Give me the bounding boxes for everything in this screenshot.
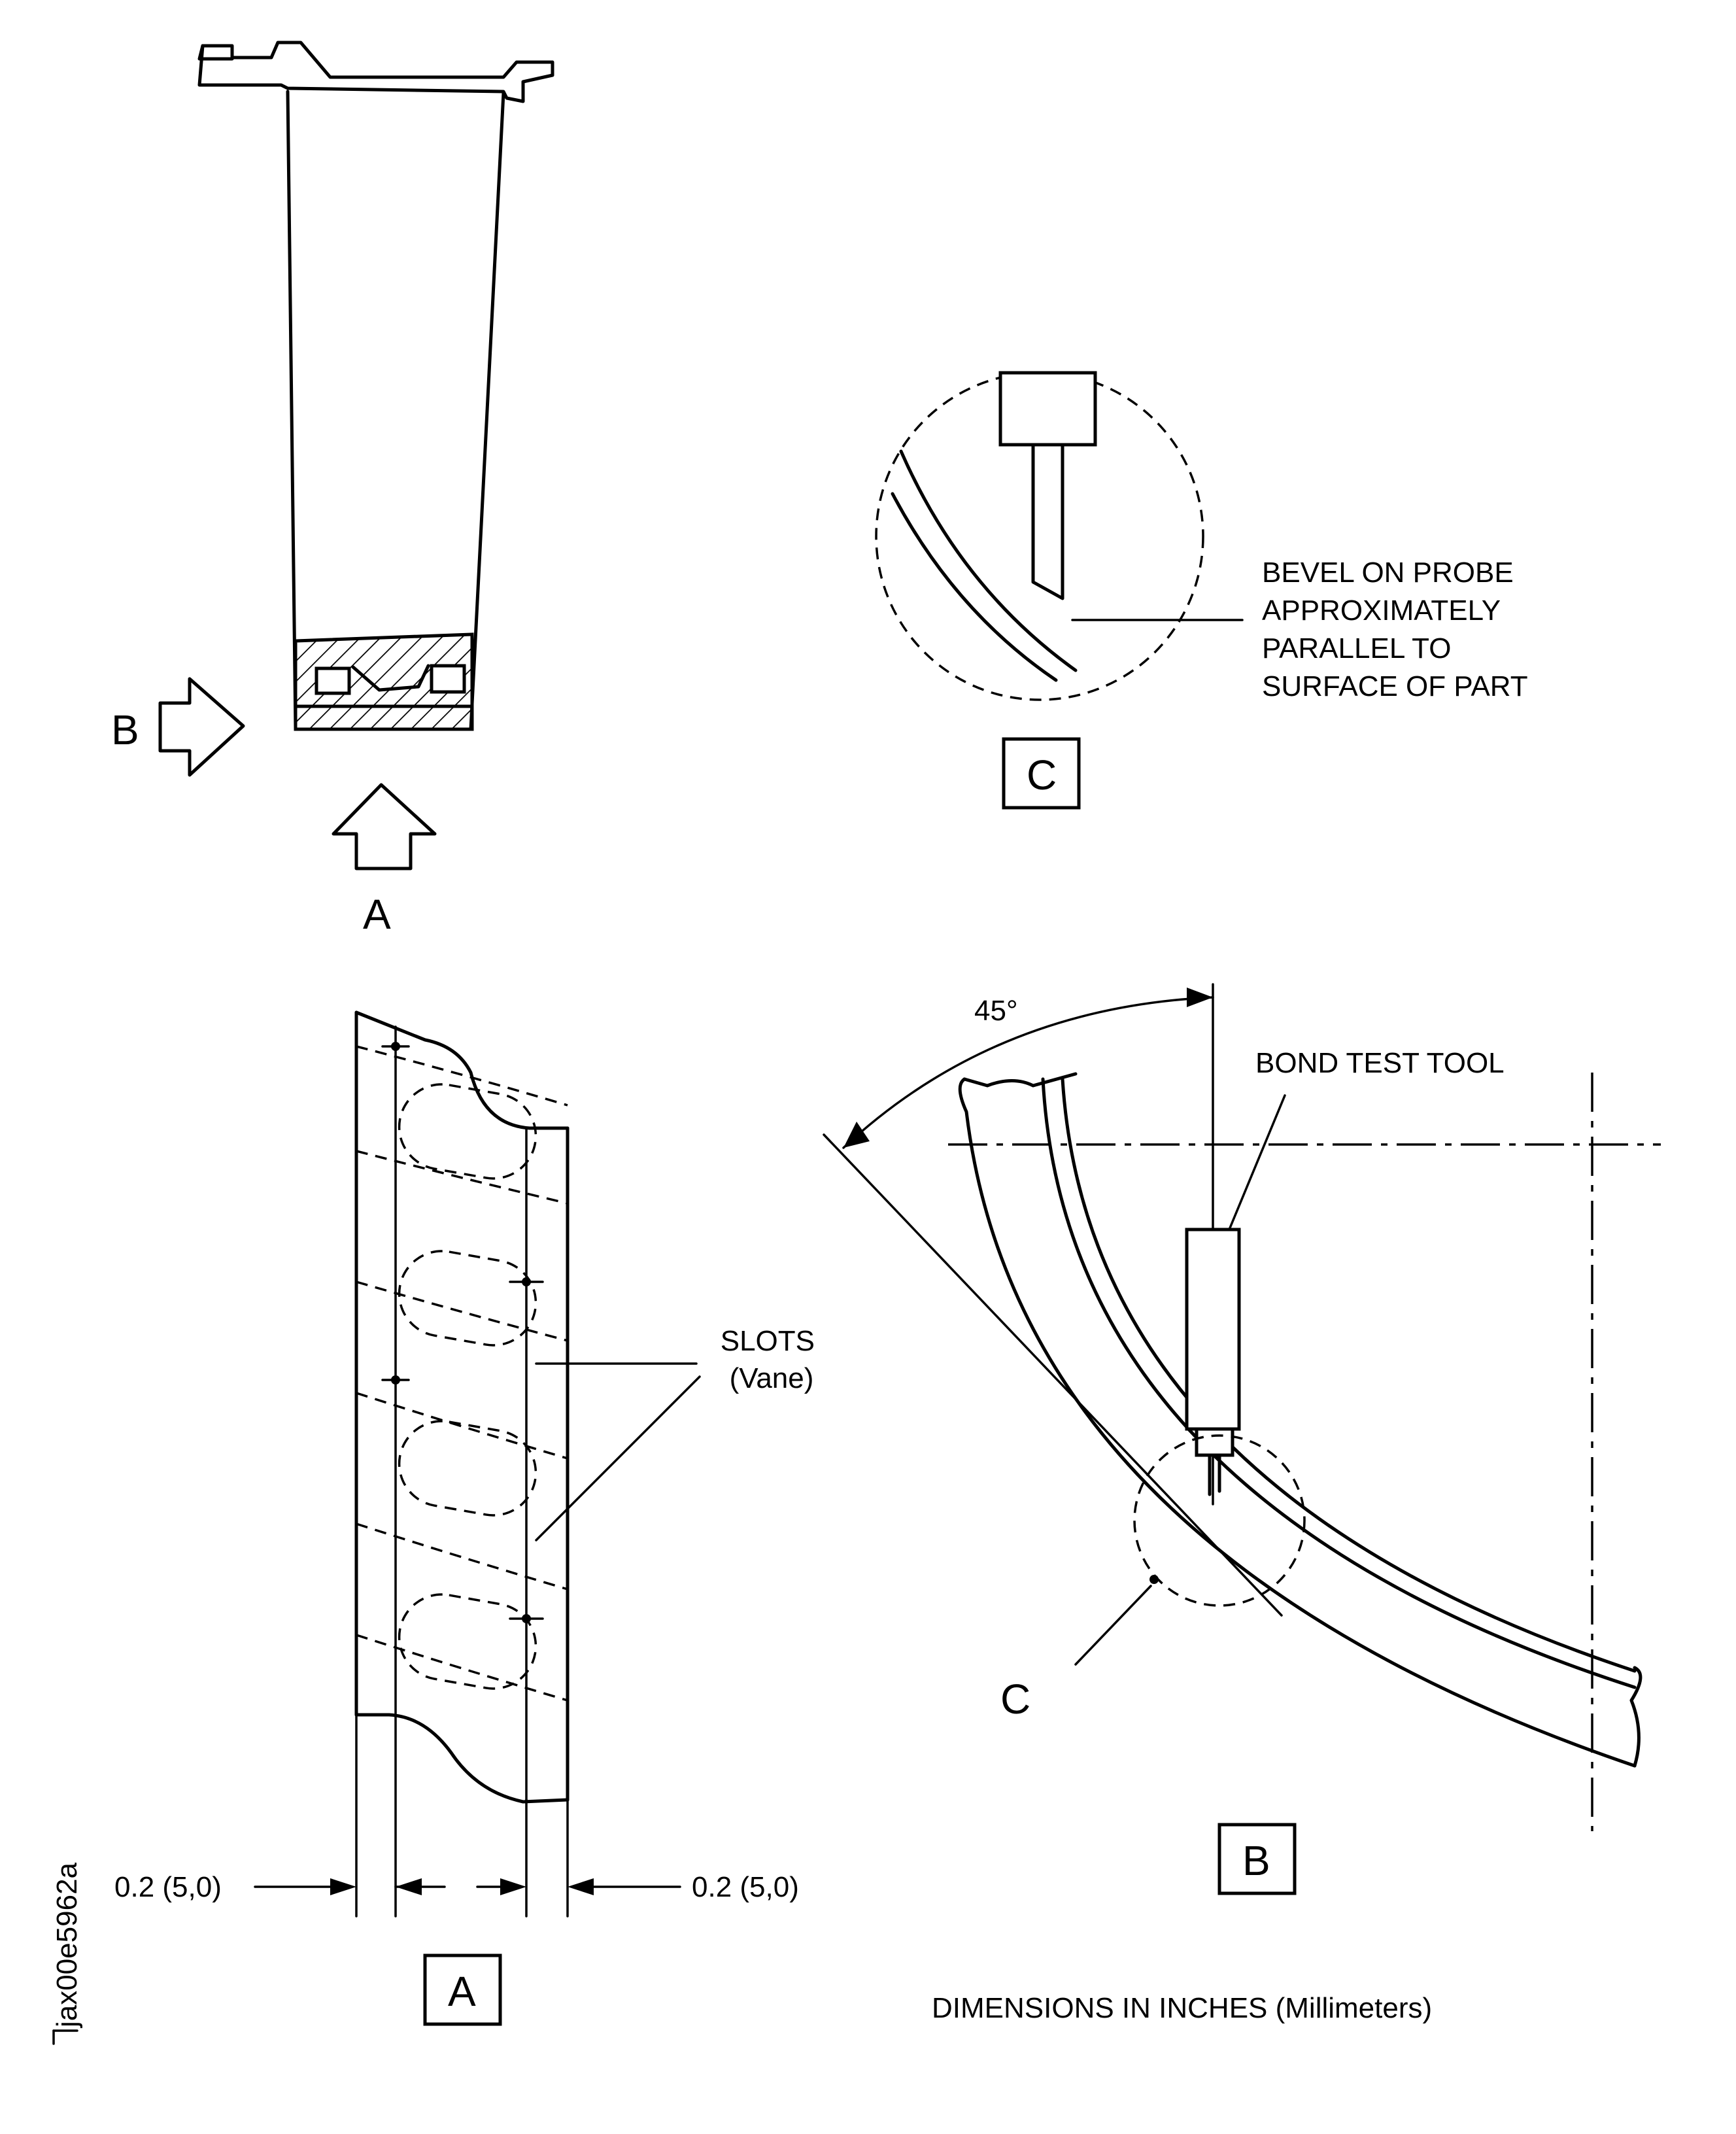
detail-c-box-label: C [1027,751,1057,799]
view-b-box-label: B [1242,1837,1270,1884]
slots-label: SLOTS (Vane) [721,1325,823,1394]
detail-c-box [1002,737,1081,810]
dimension-lines [254,1878,681,1895]
platform-section [294,632,474,731]
view-b-arrow [158,677,245,777]
vane-side-view: B A [111,41,554,938]
slots-leaders [535,1362,701,1541]
slot-hidden-lines [356,1045,568,1702]
dim-left-label: 0.2 (5,0) [114,1871,222,1903]
dimensions-note: DIMENSIONS IN INCHES (Millimeters) [932,1992,1432,2024]
view-a: SLOTS (Vane) 0.2 (5,0) 0.2 (5,0) A [114,1010,823,2026]
figure-id: jax00e5962a [51,1862,83,2045]
view-a-box [423,1953,502,2026]
detail-c-callout: C [1000,1676,1030,1723]
bevel-note: BEVEL ON PROBE APPROXIMATELY PARALLEL TO… [1262,557,1528,702]
probe-body [998,371,1097,447]
view-b-box [1217,1823,1297,1895]
angle-indicator: 45° [823,988,1283,1617]
view-a-box-label: A [448,1968,476,2015]
dim-right-label: 0.2 (5,0) [692,1871,799,1903]
test-points [381,1042,544,1623]
detail-c: BEVEL ON PROBE APPROXIMATELY PARALLEL TO… [875,371,1528,810]
svg-text:jax00e5962a: jax00e5962a [51,1862,83,2029]
angle-label: 45° [974,995,1018,1027]
bond-test-tool-label: BOND TEST TOOL [1255,1047,1505,1079]
bond-test-tool [1185,1094,1286,1496]
view-b: 45° BOND TEST TOOL C B [823,983,1661,1895]
view-a-arrow [332,783,437,870]
probe-tip [1031,443,1064,600]
view-a-arrow-label: A [363,891,391,938]
detail-c-circle [1133,1434,1306,1607]
view-b-arrow-label: B [111,706,139,753]
